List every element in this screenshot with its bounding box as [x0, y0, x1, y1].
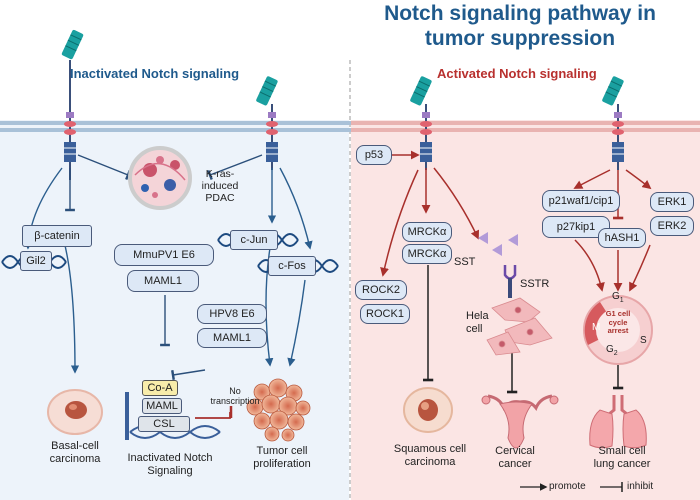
notch-receptor-3 — [410, 76, 432, 170]
tumor-cluster-illustration — [246, 378, 311, 442]
cervical-caption-line-1: Cervical — [495, 445, 535, 457]
hela-cells-illustration — [486, 297, 553, 356]
squamous-caption-line-1: Squamous cell — [393, 443, 467, 455]
no-transcription-label: No transcription — [206, 386, 264, 406]
squamous-cell-illustration — [403, 387, 453, 433]
tumor-caption-line-1: Tumor cell — [256, 445, 308, 457]
cfos-box: c-Fos — [268, 256, 316, 276]
gli2-box: Gil2 — [20, 251, 52, 271]
basal-caption-line-1: Basal-cell — [51, 440, 99, 452]
s-label: S — [640, 335, 647, 346]
kras-pdac-illustration — [128, 146, 192, 210]
tumor-caption-line-2: proliferation — [253, 458, 311, 470]
notch-receptor-2 — [256, 76, 278, 170]
no-transcription-line-2: transcription — [210, 396, 260, 406]
lung-caption: Small cell lung cancer — [582, 445, 662, 471]
maml-box: MAML — [142, 398, 182, 414]
sstr-label: SSTR — [520, 278, 550, 290]
hela-label-line-2: cell — [466, 323, 483, 335]
hela-label-line-1: Hela — [466, 310, 489, 322]
tumor-caption: Tumor cell proliferation — [232, 445, 332, 471]
g1-label-main: G — [612, 291, 620, 302]
csl-box: CSL — [138, 416, 190, 432]
kras-label-line-3: PDAC — [205, 192, 235, 204]
no-transcription-line-1: No — [229, 386, 241, 396]
basal-caption-line-2: carcinoma — [49, 453, 101, 465]
kras-pdac-label: K-ras- induced PDAC — [192, 168, 248, 204]
hash1-box: hASH1 — [598, 228, 646, 248]
arrest-line-2: cycle — [608, 317, 628, 327]
notch-receptor-4 — [602, 76, 624, 170]
inactivated-caption-line-2: Signaling — [147, 465, 193, 477]
sst-ligands — [478, 232, 518, 256]
notch-receptor-1 — [61, 29, 84, 180]
arrest-line-3: arrest — [607, 326, 629, 335]
sst-label: SST — [454, 256, 476, 268]
p27-box: p27kip1 — [542, 216, 610, 238]
p53-box: p53 — [356, 145, 392, 165]
lung-caption-line-2: lung cancer — [593, 458, 651, 470]
cervical-caption-line-2: cancer — [498, 458, 532, 470]
rock2-box: ROCK2 — [355, 280, 407, 300]
uterus-illustration — [481, 394, 559, 449]
erk1-box: ERK1 — [650, 192, 694, 212]
g2-label: G2 — [606, 344, 618, 357]
cell-cycle-illustration — [583, 295, 653, 365]
kras-label-line-2: induced — [201, 180, 239, 192]
lung-caption-line-1: Small cell — [598, 445, 646, 457]
legend-inhibit-label: inhibit — [627, 481, 654, 492]
g2-label-main: G — [606, 344, 614, 355]
beta-catenin-box: β-catenin — [22, 225, 92, 247]
cell-cycle-arrest-label: G1 cell cycle arrest — [600, 309, 636, 336]
erk2-box: ERK2 — [650, 216, 694, 236]
hela-label: Hela cell — [466, 310, 489, 336]
hpv8-e6-box: HPV8 E6 — [197, 304, 267, 324]
maml1-box-b: MAML1 — [197, 328, 267, 348]
squamous-caption: Squamous cell carcinoma — [375, 443, 485, 469]
g1-label: G1 — [612, 291, 624, 304]
mrcka-box-1: MRCKα — [402, 222, 452, 242]
basal-cell-illustration — [47, 389, 103, 435]
p21-box: p21waf1/cip1 — [542, 190, 620, 212]
mmupv1-e6-box: MmuPV1 E6 — [114, 244, 214, 266]
legend-promote-label: promote — [549, 481, 586, 492]
inactivated-caption: Inactivated Notch Signaling — [115, 452, 225, 478]
legend-graphics — [520, 482, 623, 492]
m-label: M — [592, 322, 601, 333]
lungs-illustration — [589, 395, 647, 449]
cjun-box: c-Jun — [230, 230, 278, 250]
main-title-line-1: Notch signaling pathway in — [384, 2, 656, 25]
g1-label-sub: 1 — [619, 297, 624, 304]
right-panel-heading: Activated Notch signaling — [437, 66, 597, 81]
mrcka-box-2: MRCKα — [402, 244, 452, 264]
main-title-line-2: tumor suppression — [424, 27, 616, 50]
cell-membrane — [0, 121, 700, 132]
maml1-box-a: MAML1 — [127, 270, 199, 292]
inactivated-caption-line-1: Inactivated Notch — [127, 452, 213, 464]
sstr-receptor — [503, 265, 517, 298]
coa-box: Co-A — [142, 380, 178, 396]
squamous-caption-line-2: carcinoma — [404, 456, 456, 468]
kras-label-line-1: K-ras- — [205, 168, 235, 180]
left-panel-heading: Inactivated Notch signaling — [70, 66, 240, 81]
arrest-line-1: G1 cell — [605, 309, 631, 318]
basal-caption: Basal-cell carcinoma — [25, 440, 125, 466]
rock1-box: ROCK1 — [360, 304, 410, 324]
g2-label-sub: 2 — [613, 350, 618, 357]
cervical-caption: Cervical cancer — [480, 445, 550, 471]
